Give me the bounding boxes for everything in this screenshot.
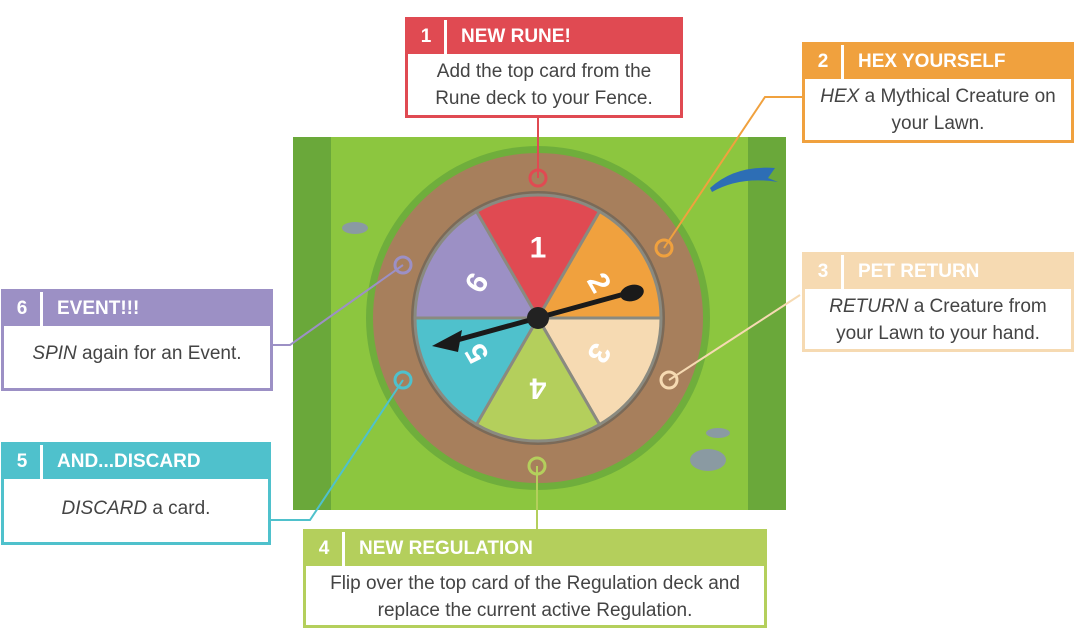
step-title: NEW RUNE! [461,26,571,47]
wheel-number-4: 4 [529,372,546,405]
marker-6 [393,255,413,275]
wheel-slice-6 [413,209,541,320]
connector-6 [272,264,404,346]
connector-2 [663,96,803,249]
left-hedge [293,137,331,510]
step-3-box: 3 PET RETURN RETURN a Creature from your … [802,252,1074,352]
step-title: AND...DISCARD [57,451,201,472]
connector-3 [668,294,801,381]
marker-4 [527,456,547,476]
step-title: PET RETURN [858,261,980,282]
step-2-box: 2 HEX YOURSELF HEX a Mythical Creature on… [802,42,1074,143]
step-number: 3 [805,255,844,289]
wheel-slice-3 [535,316,663,427]
step-description: Add the top card from the Rune deck to y… [435,61,653,109]
marker-2 [654,238,674,258]
step-title: NEW REGULATION [359,538,533,559]
marker-3 [659,370,679,390]
wheel-slice-1 [474,193,602,321]
step-6-box: 6 EVENT!!! SPIN again for an Event. [1,289,273,391]
step-5-box: 5 AND...DISCARD DISCARD a card. [1,442,271,545]
rock [706,428,730,438]
step-number: 5 [4,445,43,479]
rock [342,222,368,234]
spinner-arrow[interactable] [432,282,646,352]
rock [690,449,726,471]
step-description: DISCARD a card. [61,498,211,519]
step-title: HEX YOURSELF [858,51,1006,72]
step-title: EVENT!!! [57,298,140,319]
blue-ribbon [710,167,778,192]
step-number: 6 [4,292,43,326]
step-description: RETURN a Creature from your Lawn to your… [829,296,1047,344]
step-description: HEX a Mythical Creature on your Lawn. [820,86,1056,134]
step-1-box: 1 NEW RUNE! Add the top card from the Run… [405,17,683,118]
step-number: 4 [306,532,345,566]
marker-5 [393,370,413,390]
step-4-box: 4 NEW REGULATION Flip over the top card o… [303,529,767,628]
marker-1 [528,168,548,188]
step-number: 2 [805,45,844,79]
wheel-slice-4 [474,315,602,443]
connector-5 [270,379,404,521]
right-hedge [748,137,786,510]
step-description: SPIN again for an Event. [32,343,242,364]
wheel-number-1: 1 [530,232,547,265]
step-number: 1 [408,20,447,54]
step-description: Flip over the top card of the Regulation… [330,573,740,621]
